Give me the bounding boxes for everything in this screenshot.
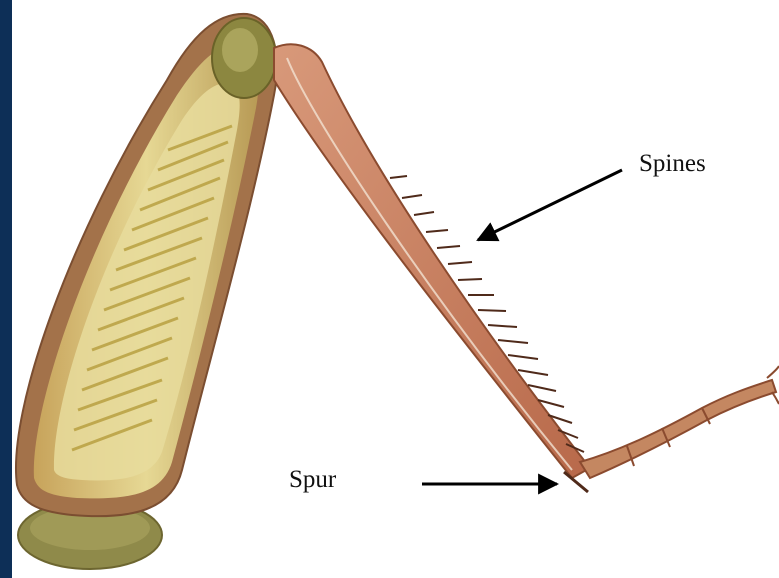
tarsus: [580, 366, 779, 478]
spines-label: Spines: [639, 150, 706, 178]
femur: [16, 14, 277, 516]
spines-arrow: [478, 170, 622, 240]
diagram-panel: Spines Spur: [12, 0, 779, 578]
spur-label: Spur: [289, 466, 336, 494]
spines: [390, 176, 584, 452]
tibia: [274, 44, 590, 492]
insect-leg-illustration: [12, 0, 779, 578]
